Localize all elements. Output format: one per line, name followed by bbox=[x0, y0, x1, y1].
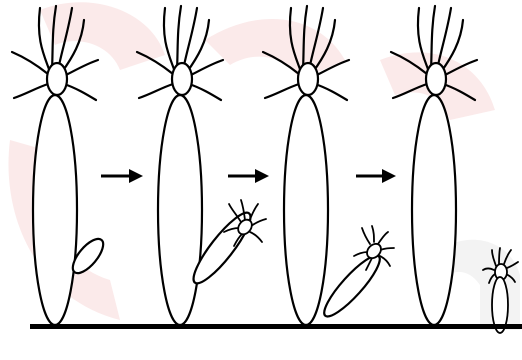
stage-1-hypostome bbox=[47, 63, 67, 95]
arrow-2 bbox=[228, 169, 269, 183]
stage-3-bud bbox=[318, 250, 386, 323]
stage-4-body bbox=[412, 95, 456, 325]
stage-4-hypostome bbox=[426, 63, 446, 95]
arrow-1 bbox=[101, 169, 143, 183]
stage-1-body bbox=[33, 95, 77, 325]
arrow-3 bbox=[356, 169, 396, 183]
stage-3-hypostome bbox=[298, 63, 318, 95]
stage-2-body bbox=[158, 95, 202, 325]
stage-3-body bbox=[284, 95, 328, 325]
ground-line bbox=[30, 324, 522, 329]
stage-2-hypostome bbox=[172, 63, 192, 95]
